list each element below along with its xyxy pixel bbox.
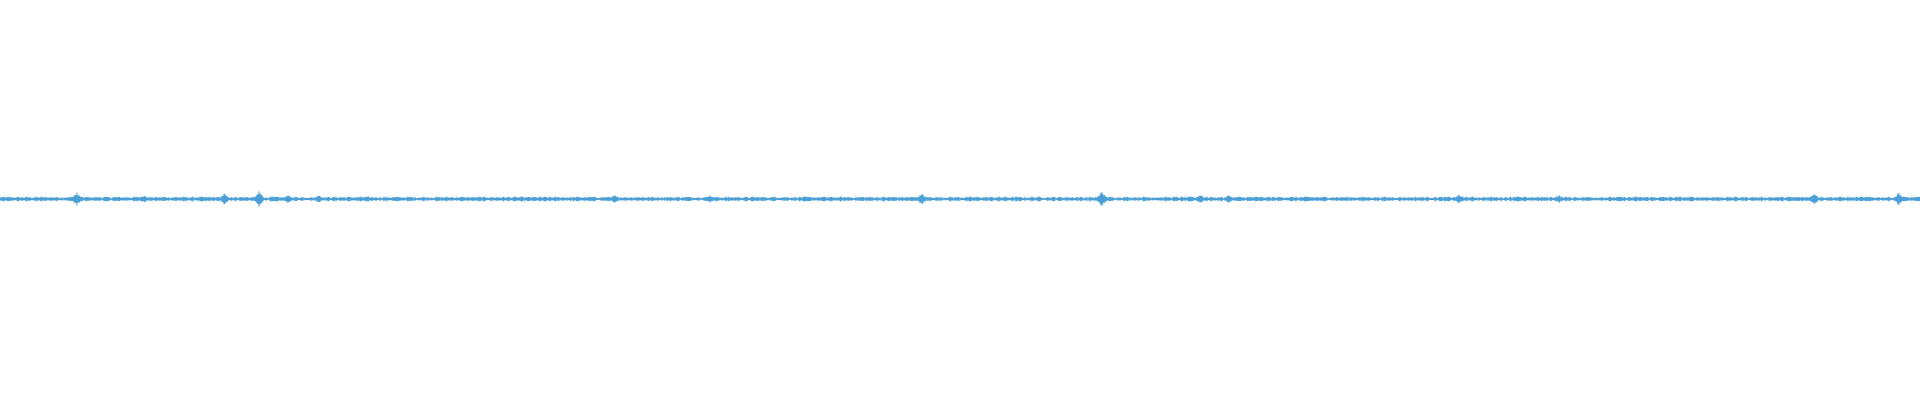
- waveform-trace: [0, 191, 1920, 207]
